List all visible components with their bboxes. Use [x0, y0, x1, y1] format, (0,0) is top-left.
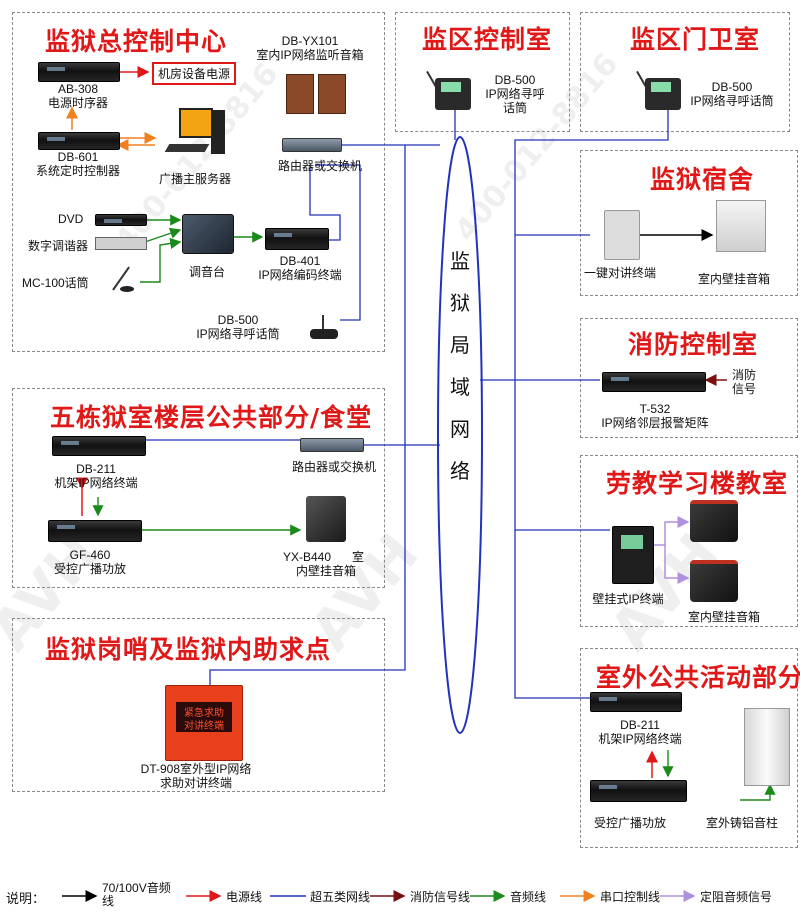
fire-signal-label1: 消防	[732, 368, 756, 382]
fire-signal-label2: 信号	[732, 382, 756, 396]
edu-speaker-top	[690, 500, 738, 542]
db401-model: DB-401	[280, 254, 321, 268]
db500b-model: DB-500	[495, 73, 536, 87]
ab308-device	[38, 62, 120, 82]
yx101-model: DB-YX101	[282, 34, 339, 48]
legend-item-power: 电源线	[226, 888, 262, 905]
network-char: 监	[448, 240, 472, 282]
yxb440-desc: 内壁挂音箱	[296, 564, 356, 578]
db211b-device	[590, 692, 682, 712]
wall-speaker1	[716, 200, 766, 252]
server-label: 广播主服务器	[159, 172, 231, 186]
wall-ip-label: 壁挂式IP终端	[592, 592, 663, 606]
ab308-model: AB-308	[58, 82, 98, 96]
gf460-desc: 受控广播功放	[54, 562, 126, 576]
wall-speaker1-label: 室内壁挂音箱	[698, 272, 770, 286]
router1-label: 路由器或交换机	[278, 159, 362, 173]
yx101-desc: 室内IP网络监听音箱	[256, 48, 363, 62]
mc100-mic	[118, 262, 138, 292]
db601-model: DB-601	[58, 150, 99, 164]
dt908-model: DT-908室外型IP网络	[141, 762, 252, 776]
yxb440-speaker	[306, 496, 346, 542]
db500a-model: DB-500	[218, 313, 259, 327]
db211a-desc: 机架IP网络终端	[54, 476, 137, 490]
intercom-label: 一键对讲终端	[584, 266, 656, 280]
network-label: 监 狱 局 域 网 络	[448, 240, 472, 492]
column-speaker	[744, 708, 790, 786]
db401-device	[265, 228, 329, 250]
wall-ip-terminal	[612, 526, 654, 584]
network-char: 狱	[448, 282, 472, 324]
legend-item-serial: 串口控制线	[600, 888, 660, 905]
db500c-desc: IP网络寻呼话筒	[690, 94, 773, 108]
dvd-device	[95, 214, 147, 226]
db211b-desc: 机架IP网络终端	[598, 732, 681, 746]
legend-item-av: 70/100V音频线	[102, 882, 182, 908]
db500c-device	[635, 70, 683, 110]
amp2-device	[590, 780, 687, 802]
amp2-label: 受控广播功放	[594, 816, 666, 830]
network-char: 局	[448, 324, 472, 366]
legend-item-impedance: 定阻音频信号	[700, 888, 772, 905]
t532-model: T-532	[640, 402, 671, 416]
mixer-label: 调音台	[189, 265, 225, 279]
tuner-device	[95, 237, 147, 250]
ab308-desc: 电源时序器	[48, 96, 108, 110]
yxb440-room: 室	[352, 550, 364, 564]
router2-label: 路由器或交换机	[292, 460, 376, 474]
db211a-model: DB-211	[76, 462, 116, 476]
db601-desc: 系统定时控制器	[36, 164, 120, 178]
db500a-device	[310, 315, 340, 339]
gf460-device	[48, 520, 142, 542]
legend-item-audio: 音频线	[510, 888, 546, 905]
gf460-model: GF-460	[70, 548, 111, 562]
dvd-label: DVD	[58, 212, 83, 226]
yxb440-model: YX-B440	[283, 550, 331, 564]
edu-speaker-bottom	[690, 560, 738, 602]
db500b-desc1: IP网络寻呼	[485, 87, 544, 101]
power-box: 机房设备电源	[152, 62, 236, 85]
db500b-desc2: 话筒	[503, 101, 527, 115]
server-computer	[165, 108, 227, 163]
router2-device	[300, 438, 364, 452]
network-char: 域	[448, 366, 472, 408]
t532-device	[602, 372, 706, 392]
intercom-device	[604, 210, 640, 260]
network-char: 网	[448, 408, 472, 450]
mc100-label: MC-100话筒	[22, 276, 89, 290]
db500b-device	[425, 70, 473, 110]
legend-title: 说明：	[6, 888, 45, 907]
dt908-face-line2: 对讲终端	[176, 717, 232, 732]
db500c-model: DB-500	[712, 80, 753, 94]
dt908-desc: 求助对讲终端	[160, 776, 232, 790]
yx101-speakers	[286, 74, 348, 114]
tuner-label: 数字调谐器	[28, 239, 88, 253]
router1-device	[282, 138, 342, 152]
db601-device	[38, 132, 120, 150]
network-char: 络	[448, 450, 472, 492]
t532-desc: IP网络邻层报警矩阵	[601, 416, 708, 430]
db401-desc: IP网络编码终端	[258, 268, 341, 282]
mixer-device	[182, 214, 234, 254]
db211a-device	[52, 436, 146, 456]
legend-item-network: 超五类网线	[310, 888, 370, 905]
db211b-model: DB-211	[620, 718, 660, 732]
legend-item-fire: 消防信号线	[410, 888, 470, 905]
dt908-terminal: 紧急求助 对讲终端	[165, 685, 243, 761]
db500a-desc: IP网络寻呼话筒	[196, 327, 279, 341]
column-label: 室外铸铝音柱	[706, 816, 778, 830]
wall-speaker2-label: 室内壁挂音箱	[688, 610, 760, 624]
